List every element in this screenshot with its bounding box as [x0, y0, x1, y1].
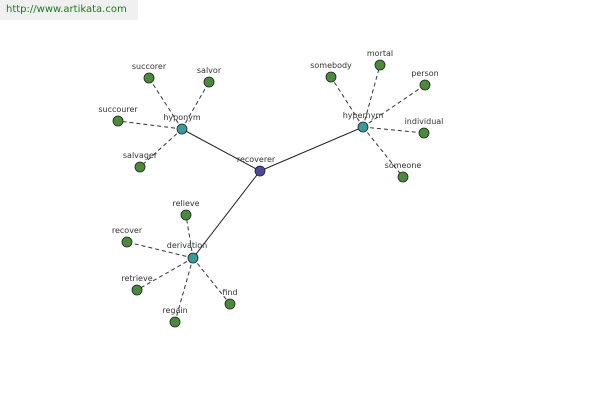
label-salvager: salvager — [123, 151, 158, 160]
node-hypernym[interactable] — [357, 121, 369, 133]
label-hypernym: hypernym — [343, 111, 384, 120]
edge-hyponym-salvor — [181, 81, 210, 130]
node-regain[interactable] — [169, 316, 181, 328]
label-find: find — [222, 288, 237, 297]
edge-hypernym-mortal — [362, 64, 381, 128]
label-retrieve: retrieve — [121, 274, 152, 283]
node-retrieve[interactable] — [131, 284, 143, 296]
edge-hypernym-individual — [362, 126, 425, 134]
edge-hypernym-person — [362, 84, 426, 128]
node-someone[interactable] — [397, 171, 409, 183]
node-salvager[interactable] — [134, 161, 146, 173]
source-banner: http://www.artikata.com — [0, 0, 138, 20]
node-find[interactable] — [224, 298, 236, 310]
node-individual[interactable] — [418, 127, 430, 139]
label-relieve: relieve — [172, 199, 199, 208]
edge-hyponym-salvager — [139, 128, 183, 168]
node-derivation[interactable] — [187, 252, 199, 264]
label-succorer: succorer — [132, 62, 167, 71]
edge-hyponym-succourer — [117, 120, 183, 130]
label-person: person — [411, 69, 438, 78]
node-succourer[interactable] — [112, 115, 124, 127]
label-hyponym: hyponym — [163, 113, 201, 122]
edge-derivation-relieve — [185, 214, 194, 259]
label-salvor: salvor — [197, 66, 222, 75]
label-center: recoverer — [237, 155, 276, 164]
label-succourer: succourer — [98, 105, 138, 114]
label-derivation: derivation — [167, 241, 207, 250]
edge-center-derivation — [192, 170, 261, 259]
node-succorer[interactable] — [143, 72, 155, 84]
edge-hypernym-somebody — [330, 76, 364, 128]
node-recover[interactable] — [121, 236, 133, 248]
node-somebody[interactable] — [325, 71, 337, 83]
node-center[interactable] — [254, 165, 266, 177]
source-link[interactable]: http://www.artikata.com — [6, 4, 127, 15]
label-somebody: somebody — [310, 61, 352, 70]
node-person[interactable] — [419, 79, 431, 91]
edge-center-hypernym — [259, 126, 364, 172]
nodes-group — [112, 59, 431, 328]
node-mortal[interactable] — [374, 59, 386, 71]
node-relieve[interactable] — [180, 209, 192, 221]
label-someone: someone — [385, 161, 422, 170]
edge-derivation-find — [192, 257, 231, 305]
label-recover: recover — [112, 226, 143, 235]
label-regain: regain — [162, 306, 187, 315]
node-salvor[interactable] — [203, 76, 215, 88]
edge-derivation-recover — [126, 241, 194, 259]
node-hyponym[interactable] — [176, 123, 188, 135]
edge-hyponym-succorer — [148, 77, 183, 130]
label-mortal: mortal — [367, 49, 393, 58]
labels-group: succorer salvor succourer salvager hyponym so… — [98, 49, 443, 315]
edges-group — [117, 64, 426, 323]
edge-hypernym-someone — [362, 126, 404, 178]
edge-derivation-retrieve — [136, 257, 194, 291]
edge-center-hyponym — [181, 128, 261, 172]
label-individual: individual — [405, 117, 444, 126]
